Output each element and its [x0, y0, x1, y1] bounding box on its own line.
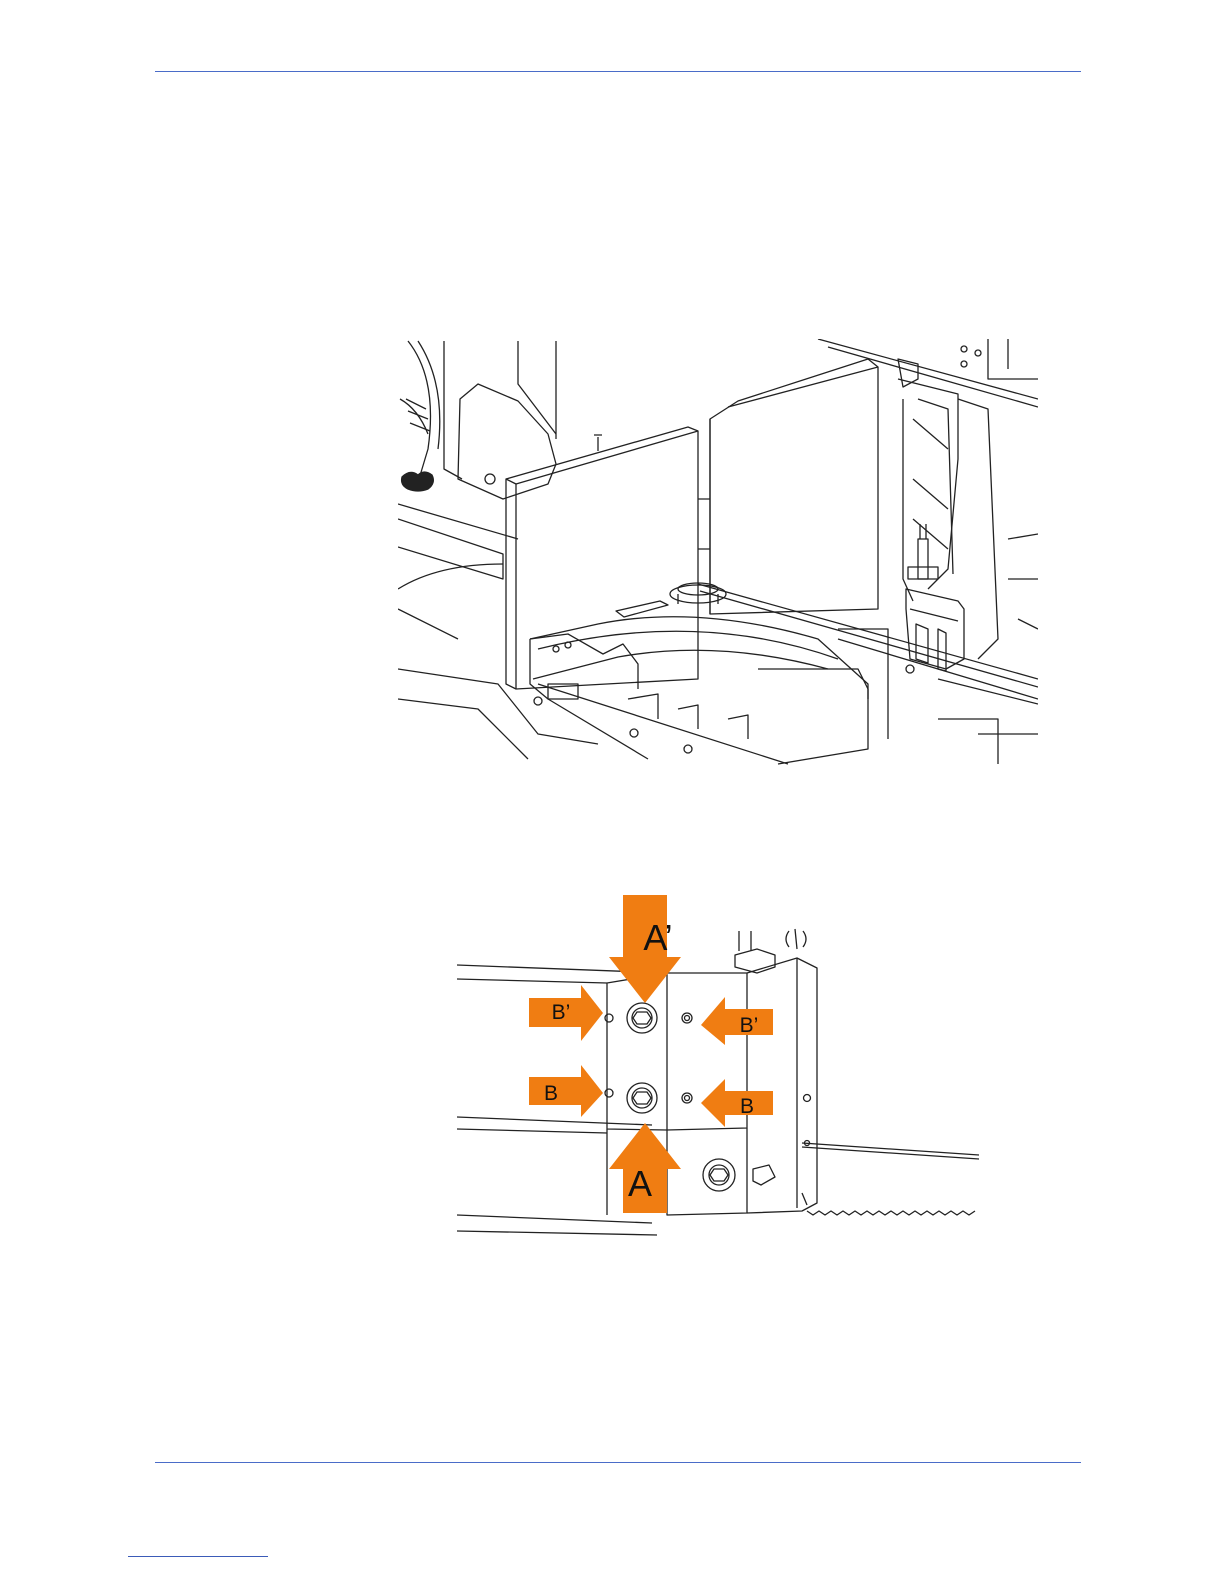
machine-vise-drawing: [398, 339, 1038, 766]
arrow-b-prime-right: [701, 997, 773, 1045]
label-b-right: B: [740, 1095, 754, 1118]
label-b-prime-right: B’: [740, 1014, 759, 1037]
arrow-b-right: [701, 1079, 773, 1127]
label-a-prime: A’: [643, 917, 672, 958]
arrow-b-left: [529, 1065, 603, 1117]
machine-vise-illustration: [398, 339, 1038, 766]
footnote-rule: [128, 1556, 268, 1557]
blade-guide-adjustment-illustration: A’ A B’ B’ B B: [457, 893, 979, 1236]
footer-rule: [155, 1462, 1081, 1463]
label-b-left: B: [544, 1082, 558, 1105]
label-b-prime-left: B’: [552, 1001, 571, 1024]
header-rule: [155, 71, 1081, 72]
label-a: A: [628, 1163, 652, 1204]
blade-guide-drawing: A’ A B’ B’ B B: [457, 893, 979, 1236]
